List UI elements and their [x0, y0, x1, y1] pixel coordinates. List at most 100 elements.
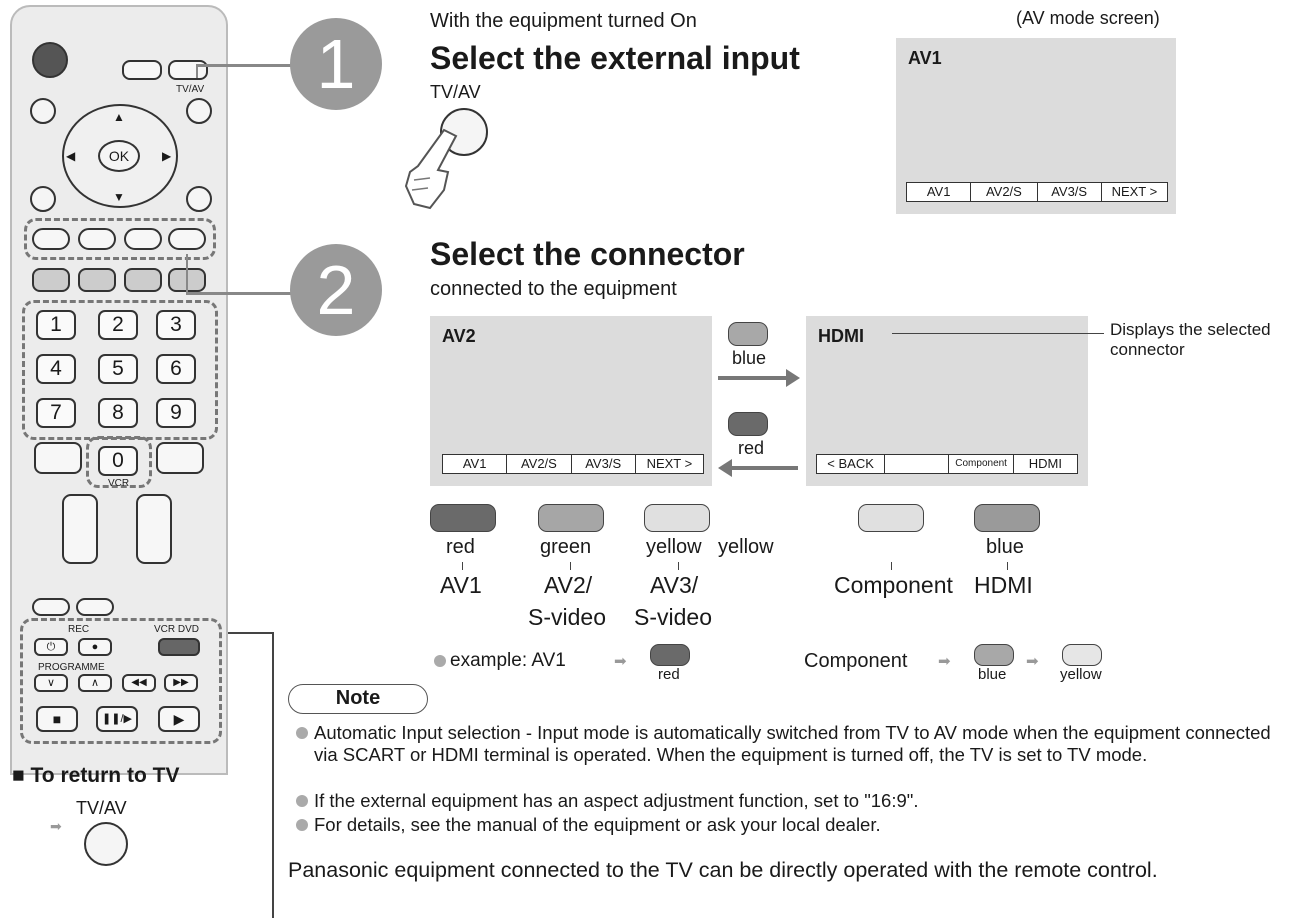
remote-function-button-2[interactable] [78, 268, 116, 292]
yellow-button[interactable] [644, 504, 710, 532]
green-remote-button[interactable] [78, 228, 116, 250]
fast-forward-button[interactable]: ▶▶ [164, 674, 198, 692]
vcr-label: VCR [108, 478, 130, 489]
chevron-up-icon: ∧ [90, 677, 100, 689]
remote-function-button-3[interactable] [124, 268, 162, 292]
stop-button[interactable]: ■ [36, 706, 78, 732]
power-icon: ⏻ [46, 641, 56, 653]
pause-play-icon: ❚❚/▶ [102, 713, 132, 725]
left-arrow-icon: ◀ [66, 149, 76, 163]
remote-corner-button-bl[interactable] [30, 186, 56, 212]
tick [891, 562, 892, 570]
red-transition-button[interactable] [728, 412, 768, 436]
connector-line-note-v [272, 632, 274, 918]
example-red-button[interactable] [650, 644, 690, 666]
key-4[interactable]: 4 [36, 354, 76, 384]
bar-item: NEXT > [646, 456, 693, 471]
red-remote-button[interactable] [32, 228, 70, 250]
hdmi-screen-bar: < BACK Component HDMI [816, 454, 1078, 474]
fast-forward-icon: ▶▶ [173, 677, 189, 688]
return-tv-title-text: To return to TV [30, 764, 180, 787]
connector-line-step1 [196, 66, 198, 78]
programme-label: PROGRAMME [38, 662, 105, 673]
step2-subheading: connected to the equipment [430, 278, 677, 300]
note-bullet-2: If the external equipment has an aspect … [294, 790, 1298, 812]
example-arrow-icon: ➡ [1026, 653, 1039, 670]
pause-play-button[interactable]: ❚❚/▶ [96, 706, 138, 732]
rec-button[interactable]: ● [78, 638, 112, 656]
key-5[interactable]: 5 [98, 354, 138, 384]
remote-corner-button-tl[interactable] [30, 98, 56, 124]
connector-line-step1-h [196, 64, 296, 67]
av2-sub-label: S-video [528, 604, 606, 630]
return-tv-button-label: TV/AV [76, 798, 127, 818]
tick [1007, 562, 1008, 570]
ok-button[interactable]: OK [98, 140, 140, 172]
tick [570, 562, 571, 570]
remote-corner-button-br[interactable] [186, 186, 212, 212]
programme-down-button[interactable]: ∨ [34, 674, 68, 692]
blue-remote-button[interactable] [168, 228, 206, 250]
blue-transition-label: blue [732, 348, 767, 368]
vcr-key-group [86, 436, 152, 488]
callout-line [892, 333, 1104, 334]
hdmi-screen-title: HDMI [818, 326, 864, 346]
remote-left-wide-button[interactable] [34, 442, 82, 474]
remote-small-button-2[interactable] [76, 598, 114, 616]
example-left-text: example: AV1 [450, 650, 566, 671]
note-bullet-1-text: Automatic Input selection - Input mode i… [314, 722, 1271, 765]
key-0[interactable]: 0 [98, 446, 138, 476]
return-tvav-button[interactable] [84, 822, 128, 866]
remote-function-button-1[interactable] [32, 268, 70, 292]
key-6[interactable]: 6 [156, 354, 196, 384]
volume-rocker[interactable] [62, 494, 98, 564]
down-arrow-icon: ▼ [113, 190, 125, 204]
blue-transition-button[interactable] [728, 322, 768, 346]
remote-right-wide-button[interactable] [156, 442, 204, 474]
vcr-dvd-controls-group [20, 618, 222, 744]
channel-rocker[interactable] [136, 494, 172, 564]
tvav-remote-button[interactable] [168, 60, 208, 80]
example-yellow-button[interactable] [1062, 644, 1102, 666]
square-bullet-icon: ■ [12, 764, 31, 787]
red-button-label: red [446, 536, 475, 558]
note-title: Note [288, 684, 428, 714]
remote-button-a[interactable] [122, 60, 162, 80]
key-7[interactable]: 7 [36, 398, 76, 428]
vcr-dvd-label: VCR DVD [154, 624, 200, 635]
remote-small-button-1[interactable] [32, 598, 70, 616]
yellow-remote-button[interactable] [124, 228, 162, 250]
bar-item: AV3/S [572, 455, 636, 473]
key-3[interactable]: 3 [156, 310, 196, 340]
tvav-button[interactable] [440, 108, 488, 156]
blue-button[interactable] [974, 504, 1040, 532]
bullet-icon [434, 655, 446, 667]
power-button[interactable] [32, 42, 68, 78]
vcr-dvd-switch[interactable] [158, 638, 200, 656]
rewind-icon: ◀◀ [131, 677, 147, 688]
rewind-button[interactable]: ◀◀ [122, 674, 156, 692]
bullet-icon [296, 727, 308, 739]
example-blue-button[interactable] [974, 644, 1014, 666]
red-button[interactable] [430, 504, 496, 532]
av-mode-screen: AV1 AV1 AV2/S AV3/S NEXT > [896, 38, 1176, 214]
programme-up-button[interactable]: ∧ [78, 674, 112, 692]
av3-sub-label: S-video [634, 604, 712, 630]
yellow-component-button[interactable] [858, 504, 924, 532]
example-arrow-icon: ➡ [614, 653, 627, 670]
key-1[interactable]: 1 [36, 310, 76, 340]
key-9[interactable]: 9 [156, 398, 196, 428]
example-blue-label: blue [978, 666, 1007, 683]
bar-item: AV2/S [971, 183, 1038, 201]
play-button[interactable]: ▶ [158, 706, 200, 732]
step-1-circle: 1 [290, 18, 382, 110]
key-2[interactable]: 2 [98, 310, 138, 340]
remote-corner-button-tr[interactable] [186, 98, 212, 124]
key-8[interactable]: 8 [98, 398, 138, 428]
forward-arrow-icon [718, 376, 790, 380]
tick [462, 562, 463, 570]
forward-arrowhead-icon [786, 369, 800, 387]
green-button[interactable] [538, 504, 604, 532]
standby-button[interactable]: ⏻ [34, 638, 68, 656]
bar-item: AV3/S [1038, 183, 1102, 201]
